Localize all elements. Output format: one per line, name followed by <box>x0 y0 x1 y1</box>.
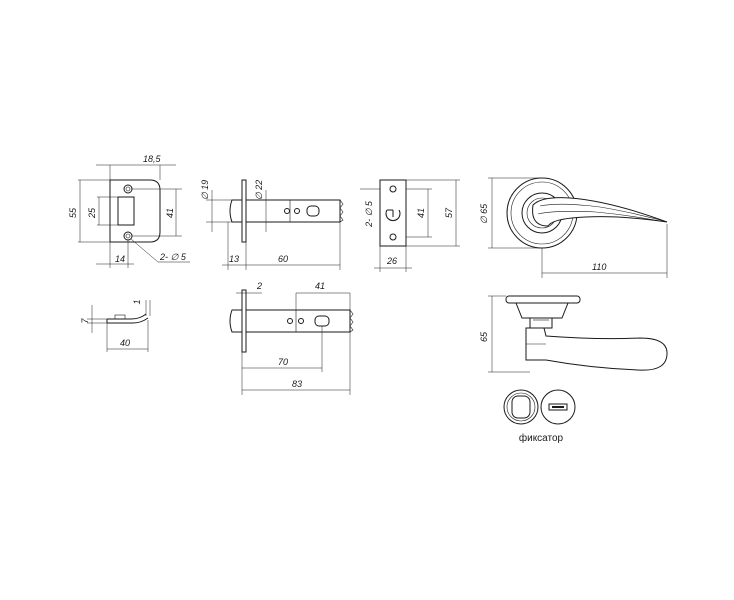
dim-faceplate-hole-spacing: 41 <box>416 208 426 218</box>
dim-latch-bolt-dia: ∅ 19 <box>200 180 210 200</box>
dim-latch2-total: 83 <box>292 379 302 389</box>
dim-strike-inner-height: 25 <box>87 207 97 219</box>
dim-faceplate-holes: 2- ∅ 5 <box>364 200 374 228</box>
dim-latch-front-depth: 13 <box>229 254 239 264</box>
dim-rosette-dia: ∅ 65 <box>479 203 489 224</box>
strike-plate-front-view <box>78 164 190 268</box>
dim-plate-lip: 1 <box>132 299 142 304</box>
dim-strike-height: 55 <box>68 207 78 218</box>
dim-strike-hole-spacing: 41 <box>165 208 175 218</box>
thumb-turn-icon <box>503 389 539 425</box>
dim-latch2-tail: 41 <box>315 281 325 291</box>
dim-faceplate-height: 57 <box>444 207 454 218</box>
lever-handle-side-view <box>488 295 668 373</box>
dim-faceplate-width: 26 <box>386 256 397 266</box>
dim-latch2-face: 2 <box>256 281 262 291</box>
dim-latch2-backset: 70 <box>278 357 288 367</box>
dim-handle-height: 65 <box>479 331 489 342</box>
dim-plate-thickness: 7 <box>80 318 90 324</box>
dim-strike-width: 18,5 <box>143 154 162 164</box>
dim-latch-backset: 60 <box>278 254 288 264</box>
lever-handle-front-view <box>488 177 668 278</box>
lock-caption: фиксатор <box>519 432 564 444</box>
latch-faceplate-front-view <box>360 179 460 272</box>
dim-plate-length: 40 <box>120 338 130 348</box>
dim-strike-holes: 2- ∅ 5 <box>159 252 187 262</box>
latch-top-view <box>206 179 344 270</box>
dim-lever-length: 110 <box>592 262 606 272</box>
latch-side-view <box>229 289 354 395</box>
dim-strike-offset: 14 <box>115 254 125 264</box>
strike-plate-side-view <box>87 300 151 352</box>
indicator-icon <box>540 389 576 425</box>
dim-latch-body-dia: ∅ 22 <box>254 180 264 200</box>
